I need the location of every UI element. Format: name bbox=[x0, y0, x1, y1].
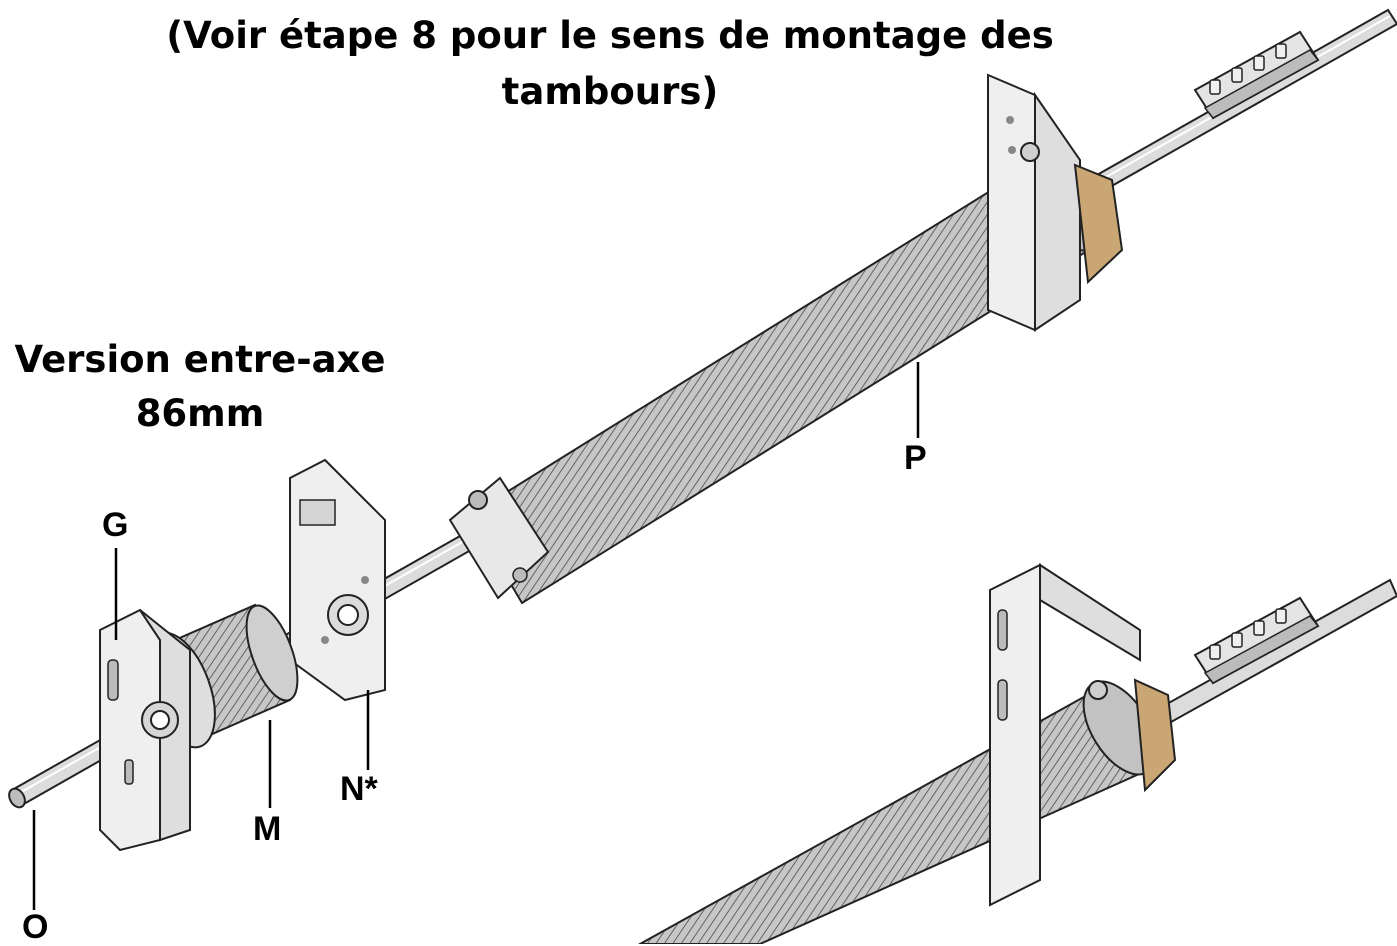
version-label: Version entre-axe 86mm bbox=[0, 333, 400, 441]
callout-m: M bbox=[253, 810, 282, 848]
bottom-end-bracket bbox=[989, 563, 1177, 907]
callout-n: N* bbox=[340, 770, 378, 808]
bottom-spring bbox=[637, 686, 1150, 944]
winding-cone-left bbox=[448, 476, 550, 600]
end-bracket-g bbox=[99, 608, 191, 852]
diagram-title-line-1: (Voir étape 8 pour le sens de montage de… bbox=[166, 14, 1054, 57]
diagram-title: (Voir étape 8 pour le sens de montage de… bbox=[150, 8, 1070, 120]
bottom-coupling bbox=[1193, 596, 1320, 685]
shaft-end-cap bbox=[8, 787, 26, 809]
version-label-line-1: Version entre-axe bbox=[14, 338, 386, 381]
callout-o: O bbox=[22, 908, 49, 946]
callout-g: G bbox=[102, 506, 129, 544]
diagram-title-line-2: tambours) bbox=[501, 70, 719, 113]
version-label-line-2: 86mm bbox=[135, 392, 265, 435]
leader-lines bbox=[32, 362, 920, 910]
top-coupling bbox=[1193, 30, 1320, 120]
top-end-bracket bbox=[987, 73, 1124, 332]
callout-p: P bbox=[904, 439, 927, 477]
center-bearing-bracket bbox=[289, 458, 386, 702]
